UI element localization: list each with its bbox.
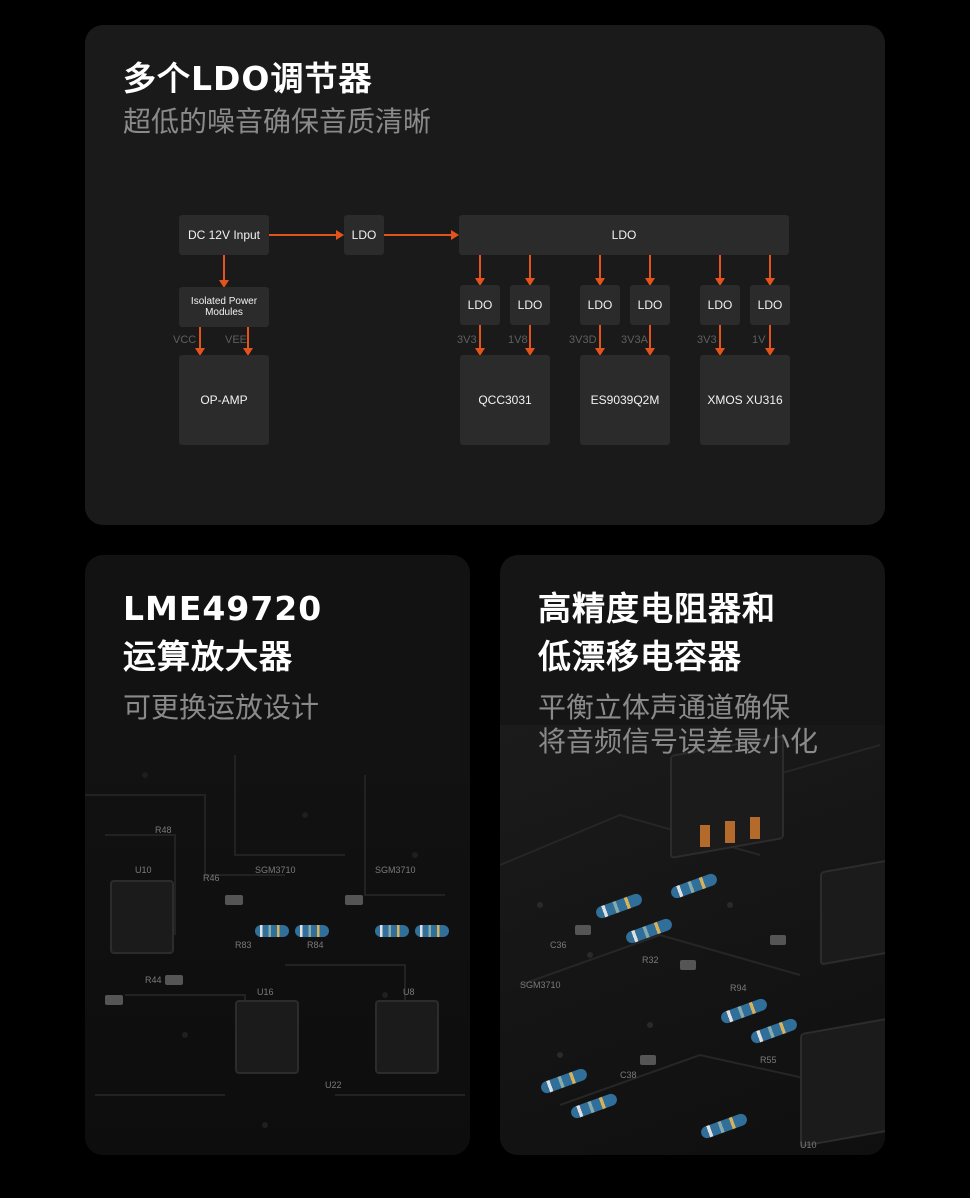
arrow <box>645 325 655 356</box>
pcb-label: U10 <box>800 1140 817 1150</box>
pcb-illustration: R32 R55 R94 C36 C38 U10 SGM3710 <box>500 725 885 1155</box>
pcb-label: SGM3710 <box>375 865 416 875</box>
arrow <box>525 325 535 356</box>
arrow <box>765 255 775 286</box>
pcb-label: U8 <box>403 987 415 997</box>
opamp-title-line2: 运算放大器 <box>123 637 293 676</box>
capacitor <box>225 895 243 905</box>
resistor-title-line1: 高精度电阻器和 <box>538 589 776 628</box>
arrow <box>595 325 605 356</box>
rail-label: 3V3 <box>697 334 717 346</box>
capacitor <box>105 995 123 1005</box>
chip-pin <box>725 821 735 843</box>
vcc-label: VCC <box>173 334 197 346</box>
arrow <box>219 255 229 288</box>
arrow <box>195 327 205 356</box>
pcb-label: R83 <box>235 940 252 950</box>
sub-ldo-node: LDO <box>580 285 620 325</box>
arrow <box>595 255 605 286</box>
sub-ldo-node: LDO <box>510 285 550 325</box>
opamp-card: U10 U16 U8 U22 SGM3710 SGM3710 R48 R46 R… <box>85 555 470 1155</box>
pcb-label: SGM3710 <box>520 980 561 990</box>
pcb-illustration: U10 U16 U8 U22 SGM3710 SGM3710 R48 R46 R… <box>85 735 470 1155</box>
resistor-card: R32 R55 R94 C36 C38 U10 SGM3710 高精度电阻器和 … <box>500 555 885 1155</box>
rail-label: 3V3 <box>457 334 477 346</box>
power-diagram: DC 12V Input LDO LDO Isolated Power Modu… <box>85 25 885 525</box>
pcb-label: U10 <box>135 865 152 875</box>
chip-pin <box>750 817 760 839</box>
pcb-label: C38 <box>620 1070 637 1080</box>
arrow <box>384 230 459 240</box>
resistor <box>375 925 409 937</box>
pcb-label: U22 <box>325 1080 342 1090</box>
pcb-label: R55 <box>760 1055 777 1065</box>
opamp-title-line1: LME49720 <box>123 589 323 628</box>
resistor-subtitle-line1: 平衡立体声通道确保 <box>538 691 791 724</box>
rail-label: 3V3D <box>569 334 597 346</box>
pcb-traces <box>85 755 465 1128</box>
pcb-label: R46 <box>203 873 220 883</box>
arrow <box>269 230 344 240</box>
pcb-label: SGM3710 <box>255 865 296 875</box>
opamp-node: OP-AMP <box>179 355 269 445</box>
pcb-label: R84 <box>307 940 324 950</box>
sub-ldo-node: LDO <box>630 285 670 325</box>
sub-ldo-node: LDO <box>460 285 500 325</box>
resistor-title-line2: 低漂移电容器 <box>538 637 742 676</box>
opamp-subtitle: 可更换运放设计 <box>123 691 320 724</box>
arrow <box>645 255 655 286</box>
chip-node-es9039q2m: ES9039Q2M <box>580 355 670 445</box>
arrow <box>765 325 775 356</box>
capacitor <box>575 925 591 935</box>
sub-ldo-node: LDO <box>750 285 790 325</box>
opamp-chip <box>375 1000 439 1074</box>
sub-ldo-node: LDO <box>700 285 740 325</box>
ldo-card-subtitle: 超低的噪音确保音质清晰 <box>123 105 432 138</box>
arrow <box>475 255 485 286</box>
chip-node-xmos-xu316: XMOS XU316 <box>700 355 790 445</box>
resistor <box>255 925 289 937</box>
capacitor <box>640 1055 656 1065</box>
chip-node-qcc3031: QCC3031 <box>460 355 550 445</box>
arrow <box>243 327 253 356</box>
arrow <box>475 325 485 356</box>
opamp-chip <box>800 1016 885 1148</box>
dc-input-node: DC 12V Input <box>179 215 269 255</box>
resistor <box>415 925 449 937</box>
pcb-label: R48 <box>155 825 172 835</box>
capacitor <box>165 975 183 985</box>
capacitor <box>680 960 696 970</box>
pcb-label: C36 <box>550 940 567 950</box>
capacitor <box>345 895 363 905</box>
resistor-subtitle-line2: 将音频信号误差最小化 <box>538 725 819 758</box>
vee-label: VEE <box>225 334 248 346</box>
opamp-chip <box>235 1000 299 1074</box>
ldo-card: 多个LDO调节器 超低的噪音确保音质清晰 DC 12V Input LDO LD… <box>85 25 885 525</box>
arrow <box>715 255 725 286</box>
resistor <box>295 925 329 937</box>
capacitor <box>770 935 786 945</box>
ldo-card-title: 多个LDO调节器 <box>123 59 373 98</box>
opamp-chip <box>110 880 174 954</box>
rail-label: 3V3A <box>621 334 648 346</box>
arrow <box>525 255 535 286</box>
rail-label: 1V8 <box>508 334 528 346</box>
pcb-label: U16 <box>257 987 274 997</box>
pcb-label: R44 <box>145 975 162 985</box>
ldo-main-node: LDO <box>459 215 789 255</box>
chip-pin <box>700 825 710 847</box>
opamp-chip <box>820 858 885 966</box>
ldo-top-node: LDO <box>344 215 384 255</box>
pcb-label: R32 <box>642 955 659 965</box>
pcb-label: R94 <box>730 983 747 993</box>
rail-label: 1V <box>752 334 766 346</box>
isolated-power-node: Isolated Power Modules <box>179 287 269 327</box>
arrow <box>715 325 725 356</box>
